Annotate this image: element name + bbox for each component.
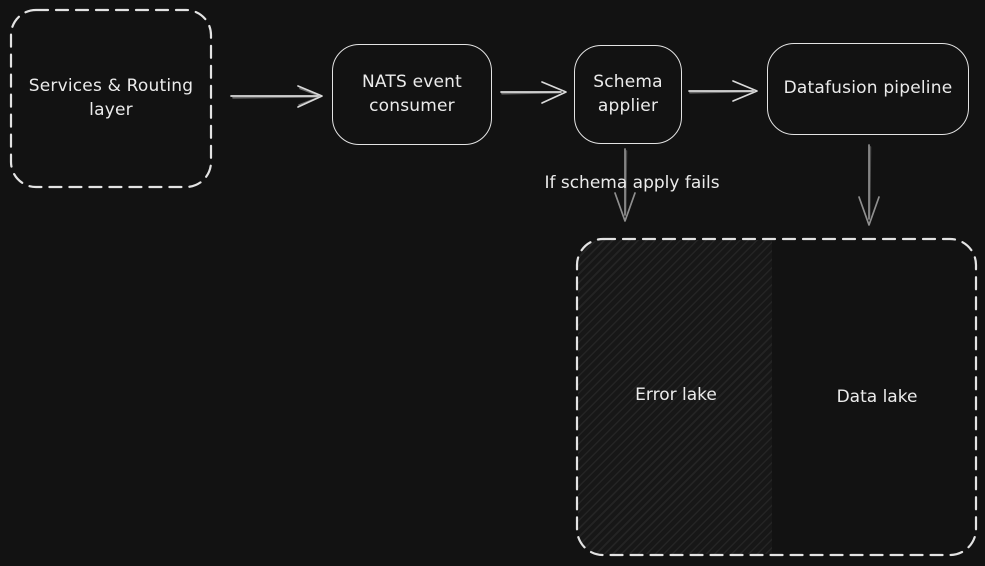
node-schema-applier[interactable]: Schema applier (574, 45, 682, 144)
node-services-routing[interactable]: Services & Routing layer (9, 8, 213, 189)
arrow-services-to-nats[interactable] (228, 81, 328, 113)
dashed-border (9, 8, 213, 189)
node-services-routing-label: Services & Routing layer (28, 75, 194, 120)
node-schema-applier-label: Schema applier (593, 71, 663, 116)
error-lake-hatched-region[interactable] (578, 240, 772, 554)
node-nats-consumer-label: NATS event consumer (361, 71, 463, 116)
dashed-border (575, 237, 978, 557)
node-datafusion-pipeline-label: Datafusion pipeline (783, 78, 953, 99)
edge-condition-label: If schema apply fails (544, 173, 720, 193)
error-lake-label: Error lake (635, 385, 717, 405)
arrow-schema-to-error-lake[interactable] (609, 147, 641, 227)
data-lake-label: Data lake (836, 387, 918, 407)
node-nats-consumer[interactable]: NATS event consumer (332, 44, 492, 145)
arrow-schema-to-datafusion[interactable] (686, 76, 764, 108)
arrow-nats-to-schema[interactable] (498, 77, 572, 109)
node-datafusion-pipeline[interactable]: Datafusion pipeline (767, 43, 969, 135)
arrow-datafusion-to-data-lake[interactable] (853, 143, 885, 231)
node-lake-container[interactable] (575, 237, 978, 557)
